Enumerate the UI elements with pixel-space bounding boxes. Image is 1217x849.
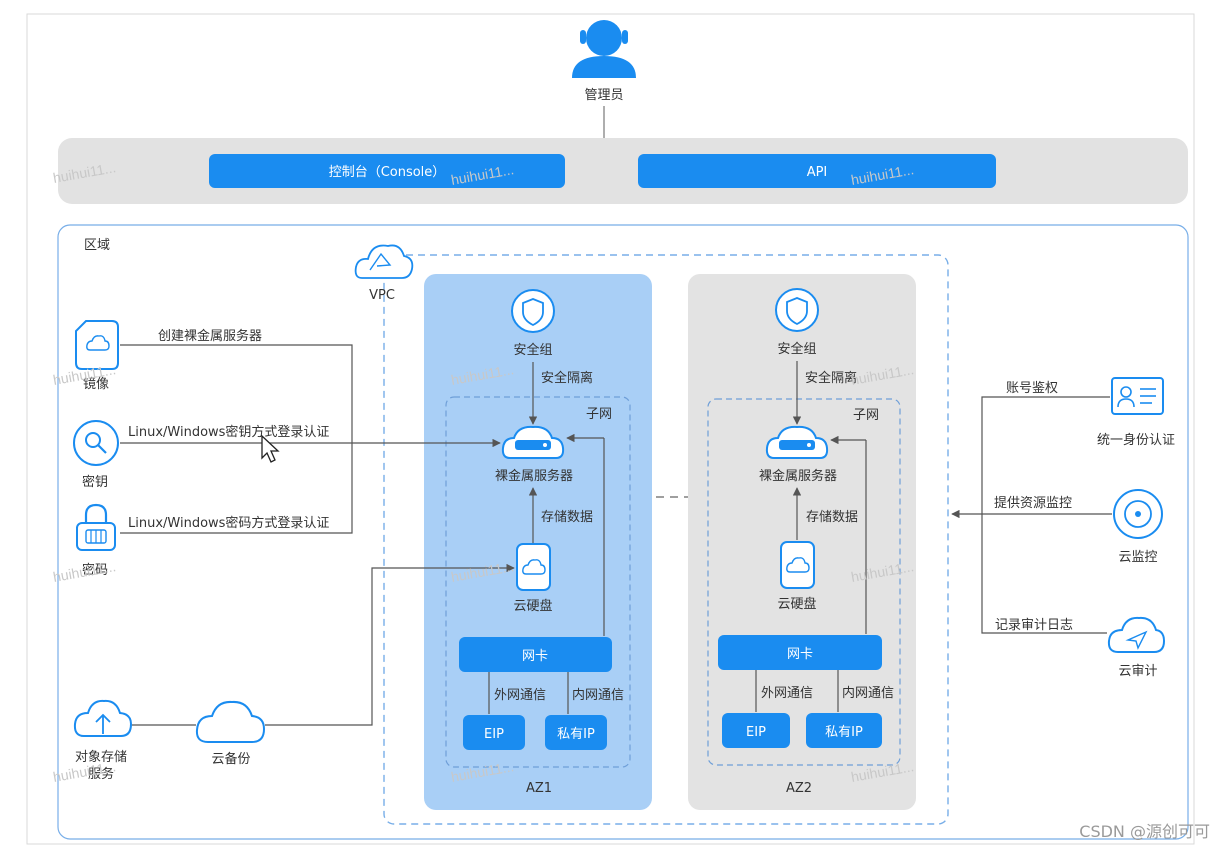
password-login-label: Linux/Windows密码方式登录认证: [128, 515, 329, 531]
object-storage-icon: [73, 699, 133, 737]
az2-eip-box: [722, 713, 790, 748]
object-storage-label: 对象存储服务: [75, 750, 127, 782]
az2-server-label: 裸金属服务器: [759, 468, 837, 484]
vpc-label: VPC: [369, 288, 395, 303]
az1-eip-box: [463, 715, 525, 750]
password-label: 密码: [82, 562, 108, 578]
auth-label: 账号鉴权: [1006, 380, 1058, 396]
iam-card-icon: [1111, 377, 1164, 415]
az1-external-label: 外网通信: [494, 688, 546, 703]
key-login-label: Linux/Windows密钥方式登录认证: [128, 424, 329, 440]
monitoring-label: 提供资源监控: [994, 495, 1072, 511]
console-box: [209, 154, 565, 188]
az2-server-icon: [765, 425, 829, 459]
az2-nic-box: [718, 635, 882, 670]
mouse-cursor-icon: [261, 434, 280, 463]
image-create-line: [120, 344, 353, 534]
az2-nic-label: 网卡: [787, 647, 813, 662]
cloud-audit-label: 云审计: [1118, 664, 1157, 679]
az1-internal-label: 内网通信: [572, 687, 624, 703]
az1-eip-label: EIP: [484, 727, 504, 742]
az1-private-ip-label: 私有IP: [557, 727, 595, 742]
outer-frame: [26, 13, 1195, 845]
backup-to-disk-arrow: [265, 563, 515, 726]
az1-zone: [424, 274, 652, 810]
object-storage-label-text: 对象存储: [75, 750, 127, 765]
az1-disk-icon: [516, 543, 551, 591]
admin-user-icon: [572, 20, 636, 78]
api-box: [638, 154, 996, 188]
az1-disk-label: 云硬盘: [513, 598, 552, 614]
cloud-backup-icon: [195, 700, 266, 743]
region-label: 区域: [84, 238, 110, 253]
logs-label: 记录审计日志: [995, 618, 1073, 633]
vpc-box: [383, 254, 949, 825]
az1-storage-label: 存储数据: [541, 510, 593, 525]
az2-label: AZ2: [786, 781, 812, 796]
cloud-audit-icon: [1107, 616, 1166, 653]
az1-nic-label: 网卡: [522, 649, 548, 664]
az2-private-ip-label: 私有IP: [825, 725, 863, 740]
api-label: API: [807, 165, 828, 180]
az2-storage-label: 存储数据: [806, 510, 858, 525]
az2-security-group-label: 安全组: [777, 341, 816, 357]
cloud-monitor-icon: [1113, 489, 1163, 539]
az1-server-icon: [501, 425, 565, 459]
az1-isolation-label: 安全隔离: [541, 370, 593, 386]
az2-subnet-label: 子网: [853, 408, 879, 423]
az2-disk-icon: [780, 541, 815, 589]
image-icon: [75, 320, 119, 370]
az1-security-group-label: 安全组: [513, 342, 552, 358]
vpc-cloud-icon: [354, 244, 414, 279]
key-label: 密钥: [82, 474, 108, 490]
az1-nic-box: [459, 637, 612, 672]
key-icon: [73, 420, 119, 466]
az2-eip-label: EIP: [746, 725, 766, 740]
az2-shield-icon: [775, 288, 819, 332]
az2-subnet-box: [707, 398, 901, 766]
az2-external-label: 外网通信: [761, 686, 813, 701]
az2-internal-label: 内网通信: [842, 685, 894, 701]
right-services-bus: [981, 396, 1110, 634]
az1-server-label: 裸金属服务器: [495, 468, 573, 484]
cloud-backup-label: 云备份: [211, 751, 250, 767]
az2-disk-label: 云硬盘: [777, 596, 816, 612]
create-server-label: 创建裸金属服务器: [158, 328, 262, 344]
object-storage-label-line2: 服务: [88, 766, 114, 782]
image-label: 镜像: [83, 377, 109, 392]
az2-private-ip-box: [806, 713, 882, 748]
az1-subnet-box: [445, 396, 631, 768]
password-lock-icon: [76, 503, 116, 551]
az1-private-ip-box: [545, 715, 607, 750]
cloud-monitor-label: 云监控: [1118, 550, 1157, 565]
region-box: [57, 224, 1189, 840]
az2-isolation-label: 安全隔离: [805, 370, 857, 386]
az1-subnet-label: 子网: [586, 407, 612, 422]
iam-label: 统一身份认证: [1097, 432, 1175, 448]
footer-credit: CSDN @源创可可: [1079, 822, 1210, 841]
console-label: 控制台（Console）: [329, 165, 446, 180]
az1-label: AZ1: [526, 781, 552, 796]
admin-label: 管理员: [584, 88, 623, 103]
az1-shield-icon: [511, 289, 555, 333]
